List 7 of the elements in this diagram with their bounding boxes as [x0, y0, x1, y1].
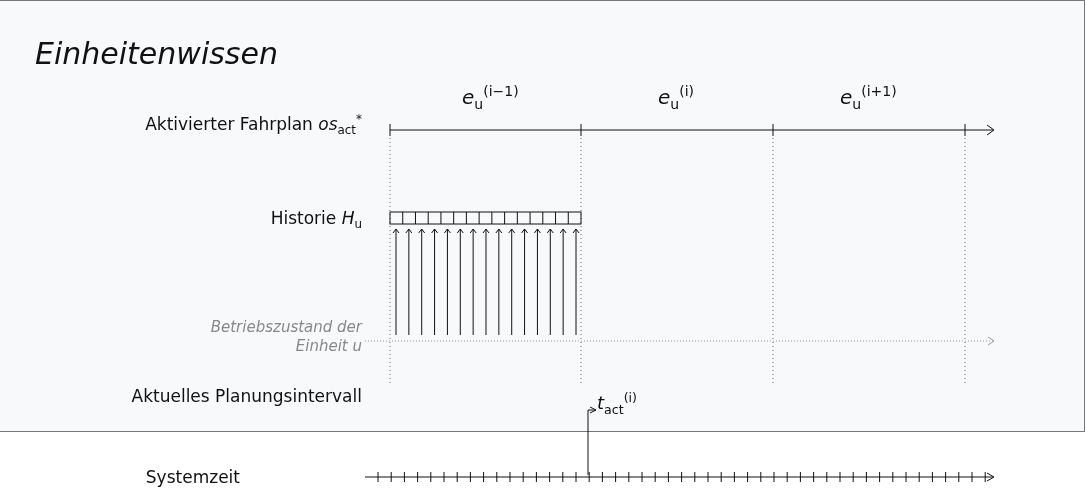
row-label: Betriebszustand der Einheit u — [209, 318, 362, 356]
arrow — [587, 406, 597, 476]
row-label: Systemzeit — [145, 467, 240, 489]
panel-heading: Einheitenwissen — [35, 36, 278, 71]
knowledge-panel — [0, 0, 1085, 432]
row-label: Aktuelles Planungsintervall — [131, 386, 362, 408]
row-label: Historie H$_{u}$ — [270, 208, 362, 230]
